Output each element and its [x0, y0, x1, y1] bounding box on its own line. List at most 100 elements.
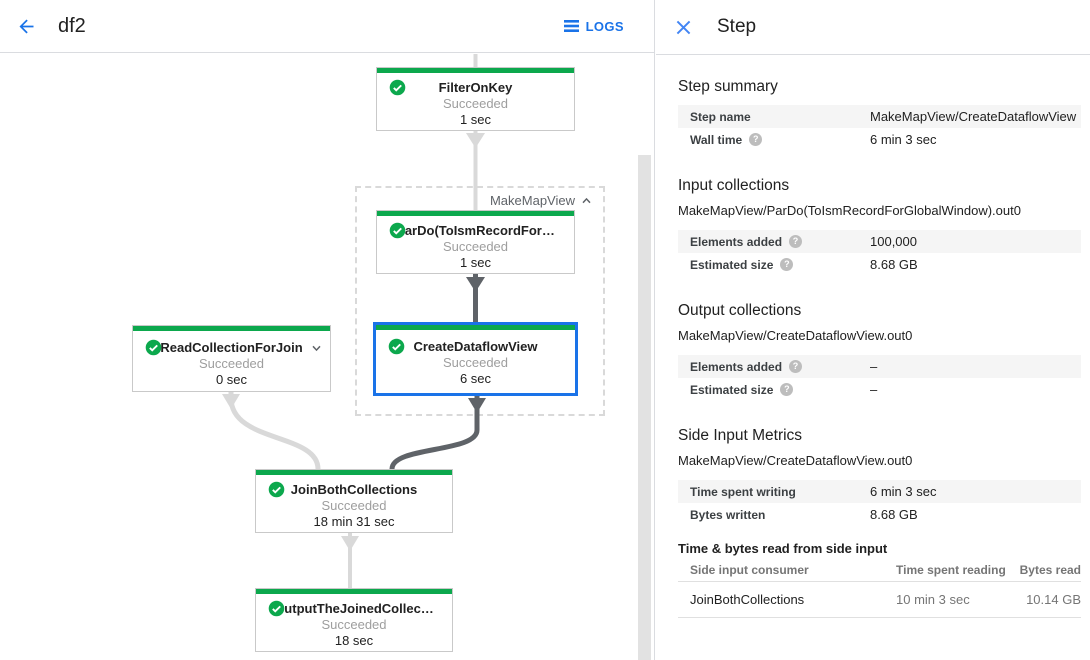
graph-node-createdataflowview-selected[interactable]: CreateDataflowView Succeeded 6 sec — [373, 322, 578, 396]
success-check-icon — [388, 338, 405, 355]
section-heading: Step summary — [678, 78, 778, 95]
node-title: OutputTheJoinedCollec… — [274, 601, 434, 616]
expand-chevron-down-icon[interactable] — [311, 339, 322, 357]
job-toolbar: df2 LOGS — [0, 0, 654, 53]
node-title: ParDo(ToIsmRecordFor… — [396, 223, 555, 238]
step-details-panel: Step Step summary Step name MakeMapView/… — [656, 0, 1090, 660]
graph-node-filteronkey[interactable]: FilterOnKey Succeeded 1 sec — [376, 67, 575, 131]
group-makemapview: MakeMapView — [355, 186, 605, 416]
help-icon[interactable]: ? — [780, 383, 794, 396]
node-title: JoinBothCollections — [290, 482, 418, 497]
collection-name: MakeMapView/CreateDataflowView.out0 — [678, 328, 913, 343]
collection-name: MakeMapView/CreateDataflowView.out0 — [678, 453, 913, 468]
node-title: CreateDataflowView — [413, 339, 538, 354]
node-status-bar — [377, 211, 574, 216]
row-value: 6 min 3 sec — [870, 132, 937, 147]
help-icon[interactable]: ? — [789, 360, 803, 373]
row-value: 100,000 — [870, 234, 917, 249]
node-status: Succeeded — [442, 96, 509, 111]
kv-row-elements-added: Elements added? 100,000 — [678, 230, 1081, 253]
table-header-row: Side input consumer Time spent reading B… — [678, 559, 1081, 582]
row-label: Estimated size? — [678, 258, 870, 272]
help-icon[interactable]: ? — [789, 235, 803, 248]
success-check-icon — [268, 481, 285, 498]
cell-consumer: JoinBothCollections — [690, 592, 805, 607]
graph-scrollbar[interactable] — [638, 155, 651, 660]
table-row: JoinBothCollections 10 min 3 sec 10.14 G… — [678, 582, 1081, 618]
col-header-time: Time spent reading — [896, 563, 1006, 577]
node-status-bar — [133, 326, 330, 331]
section-heading: Input collections — [678, 177, 790, 194]
job-title: df2 — [58, 14, 86, 37]
node-time: 18 min 31 sec — [313, 514, 395, 529]
graph-node-outputthejoinedcollection[interactable]: OutputTheJoinedCollec… Succeeded 18 sec — [255, 588, 453, 652]
success-check-icon — [145, 339, 162, 356]
cell-time: 10 min 3 sec — [896, 592, 970, 607]
section-side-input-metrics: Side Input Metrics MakeMapView/CreateDat… — [678, 427, 1081, 618]
close-icon — [676, 20, 690, 34]
row-value: 8.68 GB — [870, 507, 918, 522]
row-label: Elements added? — [678, 235, 870, 249]
node-status: Succeeded — [321, 617, 387, 632]
node-time: 6 sec — [459, 371, 492, 386]
kv-row-time-spent-writing: Time spent writing 6 min 3 sec — [678, 480, 1081, 503]
node-status-bar — [376, 325, 575, 330]
row-label: Bytes written — [690, 507, 766, 522]
success-check-icon — [268, 600, 285, 617]
panel-title: Step — [717, 16, 757, 37]
row-value: – — [870, 359, 878, 374]
close-button[interactable] — [673, 17, 693, 37]
node-status-bar — [377, 68, 574, 73]
logs-label: LOGS — [585, 18, 624, 34]
row-value: MakeMapView/CreateDataflowView — [870, 109, 1077, 124]
node-status: Succeeded — [442, 355, 509, 370]
col-header-bytes: Bytes read — [1019, 563, 1081, 577]
node-title: FilterOnKey — [438, 80, 513, 95]
kv-row-step-name: Step name MakeMapView/CreateDataflowView — [678, 105, 1081, 128]
section-heading: Side Input Metrics — [678, 427, 803, 444]
node-time: 1 sec — [459, 255, 492, 270]
row-value: 6 min 3 sec — [870, 484, 937, 499]
collection-name: MakeMapView/ParDo(ToIsmRecordForGlobalWi… — [678, 203, 1021, 218]
graph-node-joinbothcollections[interactable]: JoinBothCollections Succeeded 18 min 31 … — [255, 469, 453, 533]
col-header-consumer: Side input consumer — [690, 563, 809, 577]
step-panel-header: Step — [656, 0, 1090, 55]
logs-list-icon — [563, 20, 579, 32]
section-output-collections: Output collections MakeMapView/CreateDat… — [678, 302, 1081, 401]
row-label: Elements added? — [678, 360, 870, 374]
success-check-icon — [389, 79, 406, 96]
row-label: Step name — [690, 109, 751, 124]
kv-row-estimated-size: Estimated size? – — [678, 378, 1081, 401]
kv-row-wall-time: Wall time? 6 min 3 sec — [678, 128, 1081, 151]
table-title: Time & bytes read from side input — [678, 541, 888, 556]
group-makemapview-header[interactable]: MakeMapView — [490, 193, 592, 208]
node-status: Succeeded — [321, 498, 387, 513]
row-value: 8.68 GB — [870, 257, 918, 272]
section-input-collections: Input collections MakeMapView/ParDo(ToIs… — [678, 177, 1081, 276]
help-icon[interactable]: ? — [749, 133, 763, 146]
cell-bytes: 10.14 GB — [1026, 592, 1081, 607]
row-value: – — [870, 382, 878, 397]
back-arrow-icon — [19, 19, 33, 33]
back-button[interactable] — [14, 14, 38, 38]
node-status-bar — [256, 470, 452, 475]
help-icon[interactable]: ? — [780, 258, 794, 271]
node-time: 18 sec — [334, 633, 374, 648]
collapse-chevron-up-icon[interactable] — [581, 197, 592, 204]
kv-row-bytes-written: Bytes written 8.68 GB — [678, 503, 1081, 526]
node-time: 1 sec — [459, 112, 492, 127]
node-status: Succeeded — [198, 356, 265, 371]
node-title: ReadCollectionForJoin — [160, 340, 303, 355]
node-status: Succeeded — [442, 239, 509, 254]
logs-button[interactable]: LOGS — [563, 18, 624, 34]
section-step-summary: Step summary Step name MakeMapView/Creat… — [678, 78, 1081, 151]
graph-node-readcollectionforjoin[interactable]: ReadCollectionForJoin Succeeded 0 sec — [132, 325, 331, 392]
success-check-icon — [389, 222, 406, 239]
row-label: Time spent writing — [690, 484, 796, 499]
side-input-read-table: Time & bytes read from side input Side i… — [678, 541, 1081, 618]
job-graph-panel: df2 LOGS MakeMapView — [0, 0, 655, 660]
node-time: 0 sec — [215, 372, 248, 387]
section-heading: Output collections — [678, 302, 802, 319]
graph-node-pardo-toismrecord[interactable]: ParDo(ToIsmRecordFor… Succeeded 1 sec — [376, 210, 575, 274]
